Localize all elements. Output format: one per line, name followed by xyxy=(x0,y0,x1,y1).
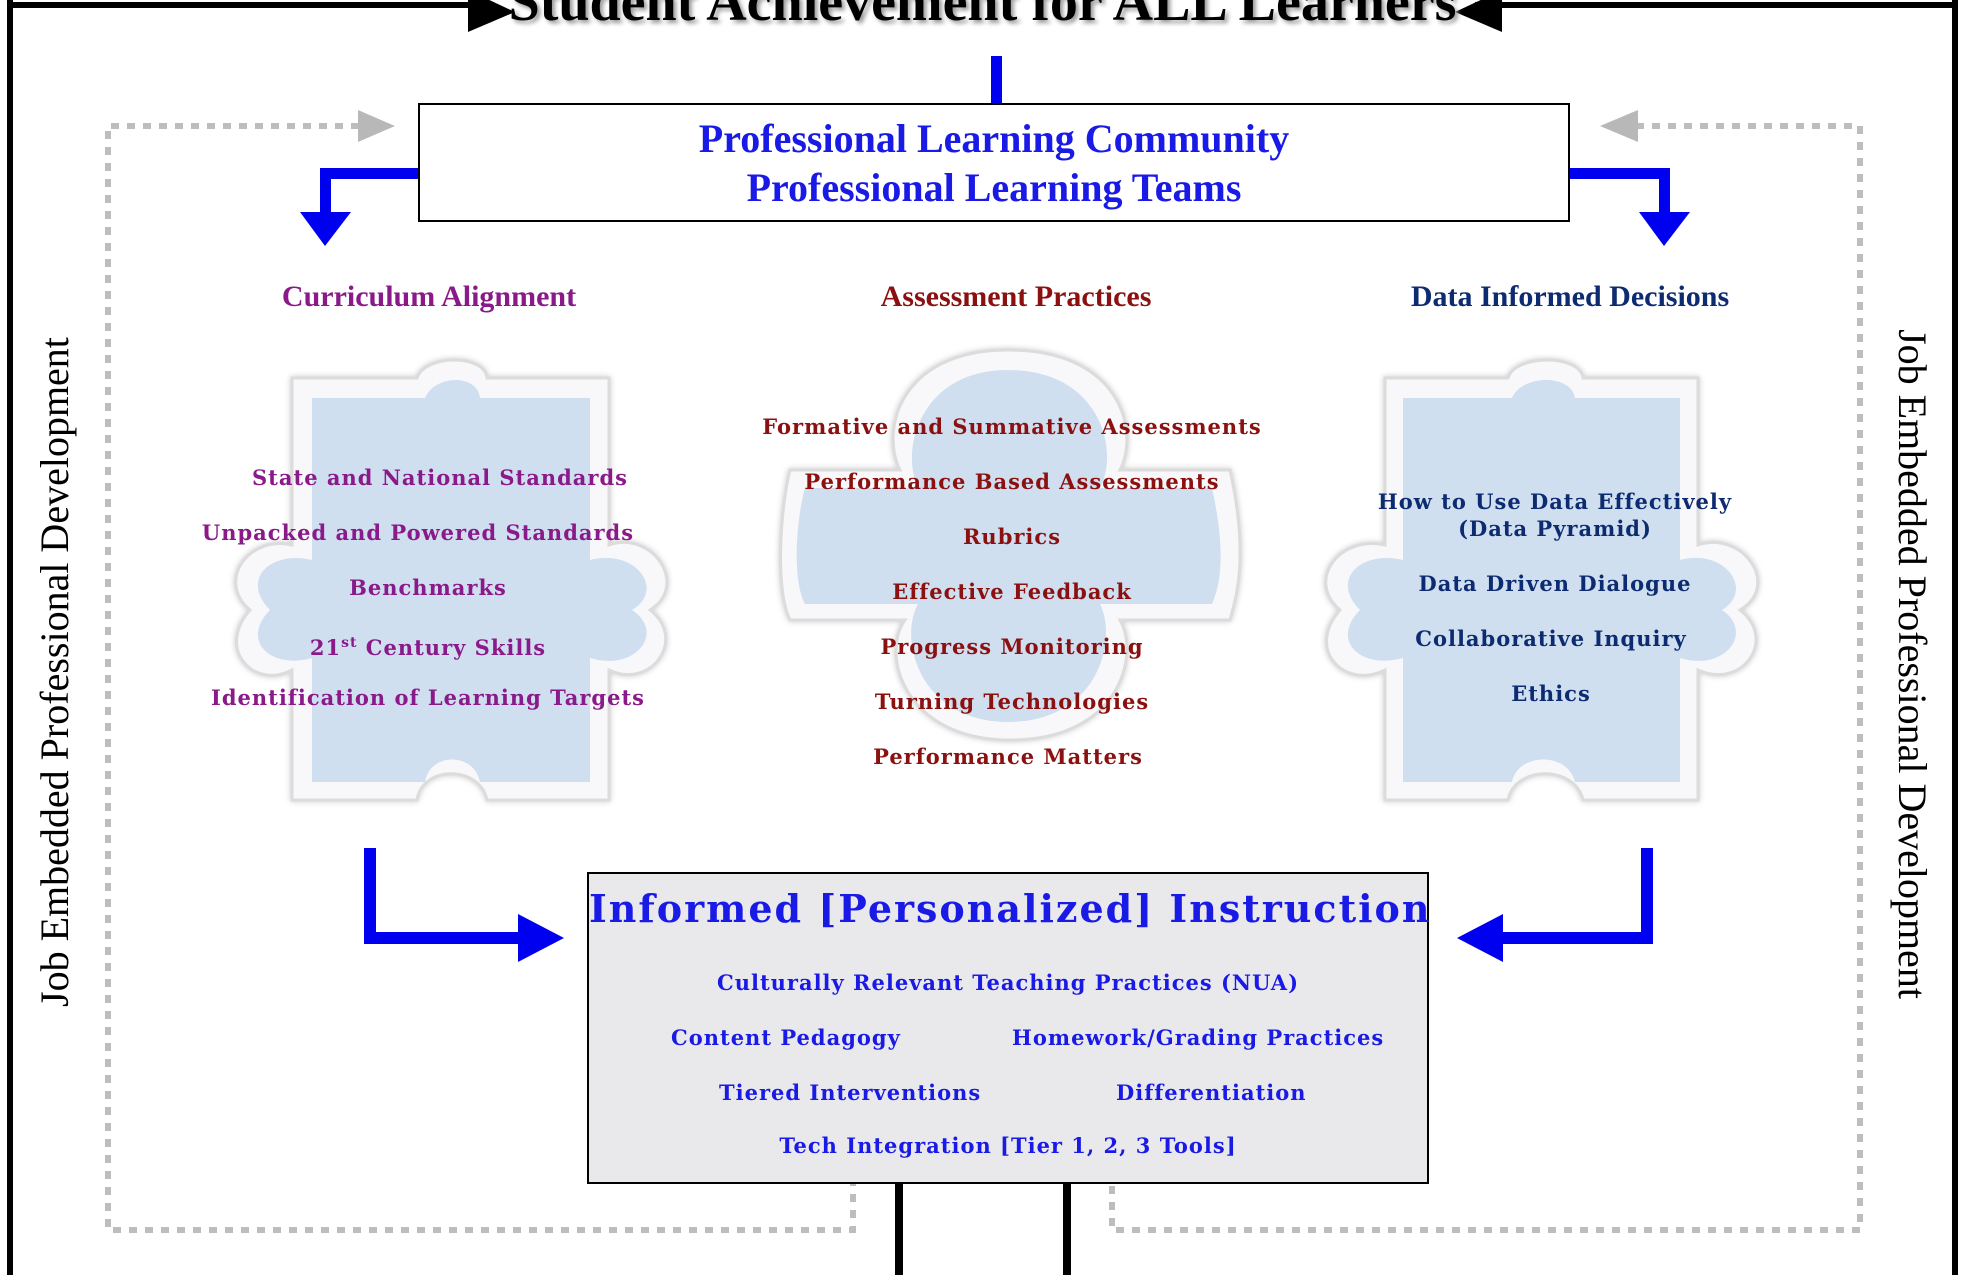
list-item: Unpacked and Powered Standards xyxy=(201,520,635,545)
list-item: Progress Monitoring xyxy=(880,634,1144,659)
title-arrow-right-icon xyxy=(1455,0,1502,32)
skills-text: Century Skills xyxy=(365,635,547,660)
heading-assessment: Assessment Practices xyxy=(880,280,1152,313)
list-item: Identification of Learning Targets xyxy=(211,685,645,710)
list-item: Performance Based Assessments xyxy=(804,469,1220,494)
plc-line-2: Professional Learning Teams xyxy=(746,165,1242,210)
list-item: Content Pedagogy xyxy=(671,1025,901,1050)
list-item: Performance Matters xyxy=(873,744,1143,769)
list-item: Differentiation xyxy=(1116,1080,1307,1105)
list-item: 21st Century Skills xyxy=(168,630,688,661)
list-item: Ethics xyxy=(1511,681,1591,706)
list-item: State and National Standards xyxy=(252,465,628,490)
plc-arrow-right xyxy=(1570,168,1690,246)
list-item: How to Use Data Effectively xyxy=(1377,489,1733,514)
side-label-right: Job Embedded Professional Development xyxy=(1890,329,1935,999)
page-title: Student Achievement for ALL Learners xyxy=(508,0,1457,33)
list-item: Rubrics xyxy=(962,524,1062,549)
ordinal-number: 21 xyxy=(309,635,342,660)
title-connector xyxy=(991,56,1002,104)
title-arrow-left-icon xyxy=(468,0,515,32)
plc-box: Professional Learning Community Professi… xyxy=(418,103,1570,222)
list-item: Culturally Relevant Teaching Practices (… xyxy=(716,970,1300,995)
list-item: Tech Integration [Tier 1, 2, 3 Tools] xyxy=(779,1133,1237,1158)
list-item: Effective Feedback xyxy=(892,579,1132,604)
plc-arrow-left xyxy=(300,168,420,246)
dotted-loop xyxy=(105,123,1863,1233)
list-item: (Data Pyramid) xyxy=(1458,516,1652,541)
puzzle-piece-data-icon xyxy=(1324,358,1760,802)
heading-data: Data Informed Decisions xyxy=(1410,280,1730,313)
instruction-title: Informed [Personalized] Instruction xyxy=(589,886,1432,931)
list-item: Benchmarks xyxy=(349,575,507,600)
list-item: Collaborative Inquiry xyxy=(1415,626,1687,651)
bottom-connector-left xyxy=(895,1184,903,1275)
dotted-arrow-left-icon xyxy=(358,110,395,142)
bottom-connector-right xyxy=(1063,1184,1071,1275)
instruction-box: Informed [Personalized] Instruction Cult… xyxy=(587,872,1432,1184)
puzzle-piece-assessment-icon xyxy=(779,348,1242,742)
dotted-arrow-right-icon xyxy=(1600,110,1638,142)
heading-curriculum: Curriculum Alignment xyxy=(281,280,577,313)
instr-arrow-left xyxy=(364,848,564,962)
list-item: Data Driven Dialogue xyxy=(1418,571,1692,596)
ordinal-suffix: st xyxy=(341,635,358,651)
list-item: Formative and Summative Assessments xyxy=(762,414,1262,439)
instr-arrow-right xyxy=(1457,848,1653,962)
list-item: Homework/Grading Practices xyxy=(1012,1025,1385,1050)
list-item: Tiered Interventions xyxy=(719,1080,982,1105)
outer-frame xyxy=(7,0,1958,1275)
puzzle-piece-curriculum-icon xyxy=(234,358,669,802)
list-item: Turning Technologies xyxy=(874,689,1150,714)
side-label-left: Job Embedded Professional Development xyxy=(32,337,77,1007)
plc-line-1: Professional Learning Community xyxy=(698,116,1290,161)
